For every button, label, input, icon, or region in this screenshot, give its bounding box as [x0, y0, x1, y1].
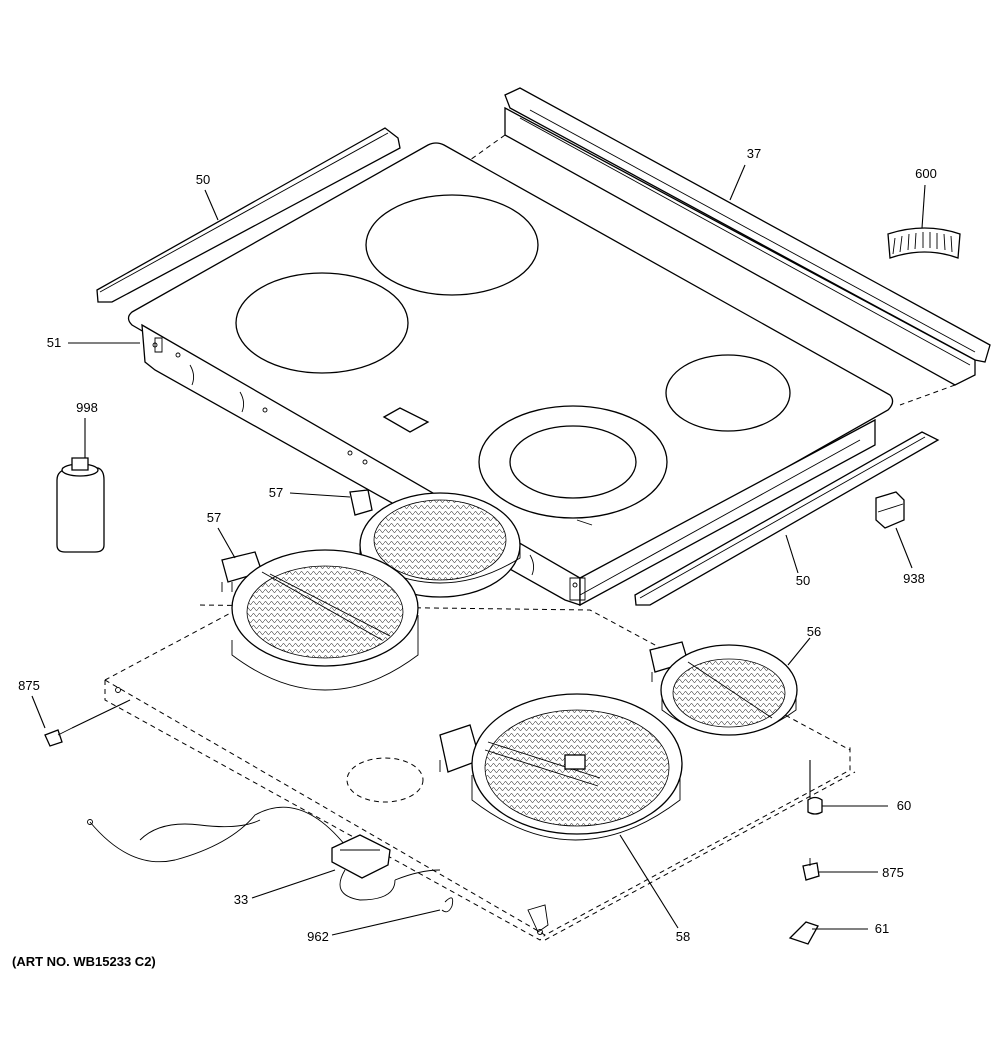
callout-labels: 37 600 50 51 998 57 57 50 938 56 875 60 …	[18, 146, 937, 944]
callout-998: 998	[76, 400, 98, 415]
callout-938: 938	[903, 571, 925, 586]
cleaner-bottle-998	[56, 457, 105, 553]
leader-lines	[31, 164, 926, 936]
glass-cooktop-51	[127, 142, 894, 584]
callout-37: 37	[747, 146, 761, 161]
callout-58: 58	[676, 929, 690, 944]
callout-60: 60	[897, 798, 911, 813]
callout-600: 600	[915, 166, 937, 181]
screw-875-right	[802, 858, 820, 881]
side-trim-50-bottom	[634, 431, 940, 606]
callout-875-left: 875	[18, 678, 40, 693]
clip-60	[807, 796, 823, 815]
wire-harness-600	[887, 227, 961, 259]
limit-switch-33	[87, 806, 441, 901]
bracket-61	[788, 921, 819, 945]
burner-58	[439, 693, 683, 841]
clip-938	[875, 491, 905, 529]
side-trim-50-top	[96, 127, 401, 303]
callout-33: 33	[234, 892, 248, 907]
art-number: (ART NO. WB15233 C2)	[12, 954, 156, 969]
burner-56	[649, 641, 798, 736]
callout-56: 56	[807, 624, 821, 639]
callout-875-right: 875	[882, 865, 904, 880]
callout-962: 962	[307, 929, 329, 944]
callout-57-rear: 57	[269, 485, 283, 500]
callout-50-top: 50	[196, 172, 210, 187]
callout-50-bottom: 50	[796, 573, 810, 588]
callout-51: 51	[47, 335, 61, 350]
clamp-962	[441, 897, 454, 913]
screw-875-left	[44, 727, 73, 747]
callout-61: 61	[875, 921, 889, 936]
burner-57-left	[221, 549, 419, 691]
callout-57-left: 57	[207, 510, 221, 525]
burner-57-rear	[349, 489, 521, 598]
rear-trim-37	[469, 87, 991, 406]
